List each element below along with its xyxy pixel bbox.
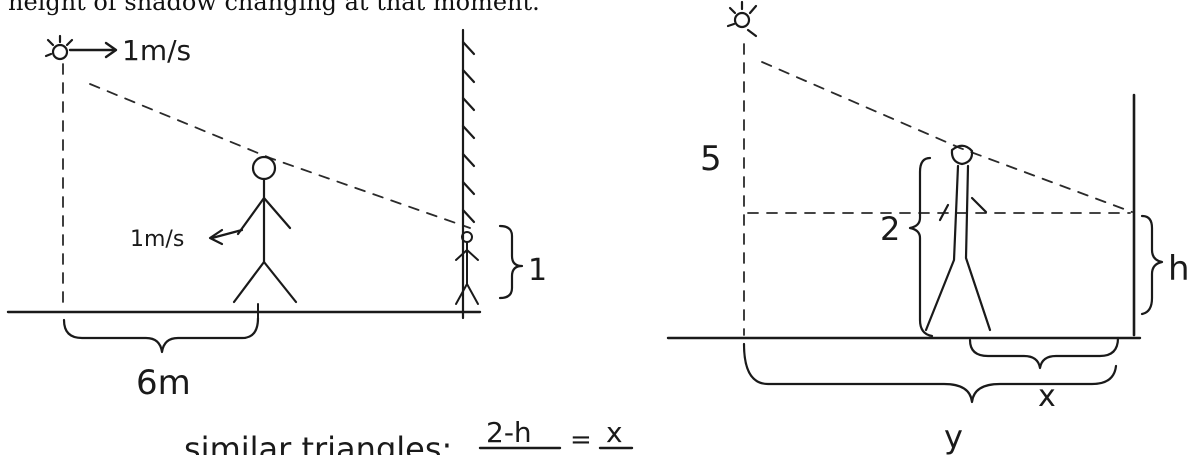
lamp-icon — [726, 0, 758, 38]
light-source-icon — [44, 34, 74, 61]
right-figure: 5 2 h x — [666, 0, 1190, 456]
mirror-height-label: 1 — [528, 253, 547, 288]
distance-brace — [62, 316, 260, 354]
formula-prefix: similar triangles: — [184, 430, 452, 455]
light-ray — [89, 83, 471, 229]
formula-equals: = — [570, 425, 592, 455]
gap-label: x — [1038, 379, 1056, 414]
person-motion-arrow — [208, 228, 244, 246]
formula-numerator: 2-h — [486, 416, 532, 449]
person-height-label: 2 — [880, 210, 900, 248]
light-speed-label: 1m/s — [122, 34, 191, 67]
person-height-brace — [908, 156, 934, 338]
problem-text: height of shadow changing at that moment… — [8, 0, 540, 16]
shadow-height-brace — [1140, 214, 1164, 316]
shadow-height-label: h — [1168, 249, 1190, 289]
formula-rhs: x — [606, 416, 623, 449]
light-motion-arrow — [68, 41, 118, 59]
total-label: y — [944, 418, 963, 455]
formula: similar triangles: 2-h = x — [184, 416, 634, 460]
reflection-figure — [455, 231, 479, 305]
left-figure: 1m/s 1m/s — [6, 28, 547, 403]
mirror-height-brace — [498, 224, 524, 300]
lamp-ray — [761, 61, 1133, 213]
person-speed-label: 1m/s — [130, 227, 184, 252]
distance-label: 6m — [136, 363, 191, 403]
total-brace — [742, 342, 1118, 404]
mirror-wall — [461, 28, 476, 320]
right-person-figure — [924, 144, 992, 332]
lamp-height-label: 5 — [700, 139, 722, 179]
gap-brace — [968, 336, 1120, 370]
person-figure — [232, 155, 298, 304]
